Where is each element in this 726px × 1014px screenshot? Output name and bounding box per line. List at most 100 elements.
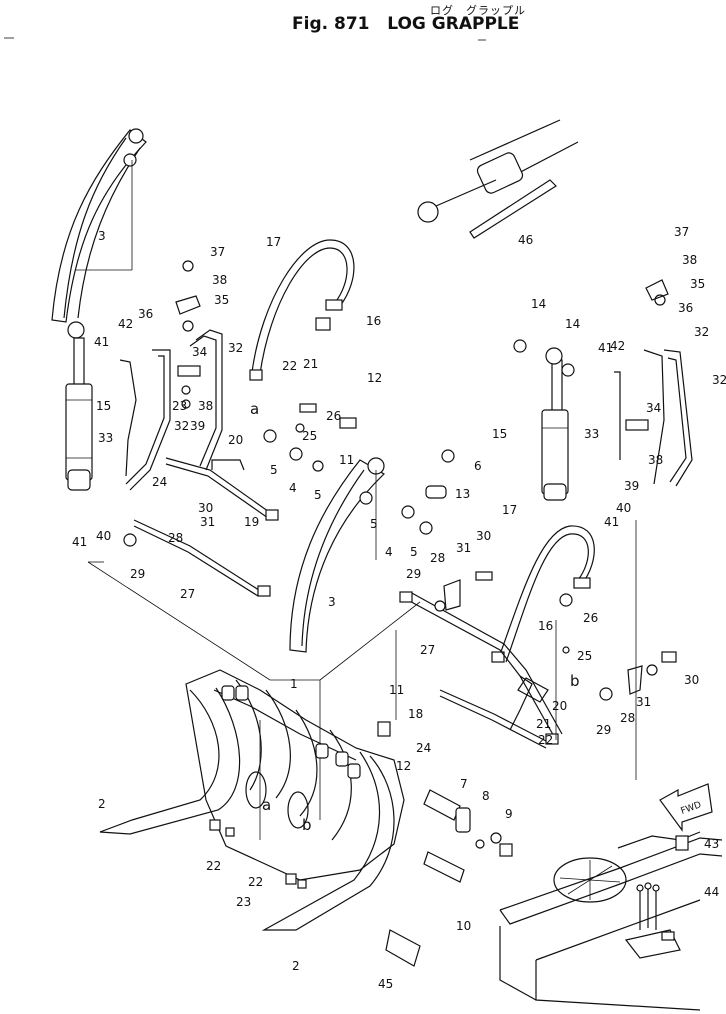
mark-b-right: b [570, 672, 580, 690]
part-callout-28: 28 [620, 711, 635, 725]
part-callout-30: 30 [198, 501, 213, 515]
part-callout-27: 27 [180, 587, 195, 601]
part-callout-31: 31 [456, 541, 471, 555]
part-callout-11: 11 [389, 683, 404, 697]
part-callout-25: 25 [302, 429, 317, 443]
upper-hose-17 [249, 239, 355, 381]
part-callout-28: 28 [430, 551, 445, 565]
part-callout-8: 8 [482, 789, 490, 803]
figure-name: LOG GRAPPLE [387, 14, 520, 34]
part-callout-5: 5 [410, 545, 418, 559]
part-callout-39: 39 [190, 419, 205, 433]
part-callout-9: 9 [505, 807, 513, 821]
right-cylinder-part [417, 119, 579, 501]
part-callout-24: 24 [152, 475, 167, 489]
part-callout-5: 5 [314, 488, 322, 502]
part-callout-13: 13 [455, 487, 470, 501]
part-callout-22: 22 [206, 859, 221, 873]
part-callout-41: 41 [598, 341, 613, 355]
loose-small-parts [123, 260, 677, 701]
part-callout-4: 4 [385, 545, 393, 559]
mark-a-grapple: a [262, 796, 271, 814]
part-callout-34: 34 [646, 401, 661, 415]
part-callout-25: 25 [577, 649, 592, 663]
part-callout-36: 36 [138, 307, 153, 321]
part-callout-21: 21 [536, 717, 551, 731]
part-callout-42: 42 [610, 339, 625, 353]
part-callout-5: 5 [270, 463, 278, 477]
part-callout-14: 14 [565, 317, 580, 331]
part-callout-31: 31 [200, 515, 215, 529]
part-callout-33: 33 [98, 431, 113, 445]
part-callout-26: 26 [583, 611, 598, 625]
part-callout-21: 21 [303, 357, 318, 371]
part-callout-24: 24 [416, 741, 431, 755]
part-callout-5: 5 [370, 517, 378, 531]
part-callout-42: 42 [118, 317, 133, 331]
part-callout-46: 46 [518, 233, 533, 247]
part-callout-35: 35 [690, 277, 705, 291]
part-callout-30: 30 [476, 529, 491, 543]
part-callout-23: 23 [172, 399, 187, 413]
right-pipes [399, 591, 563, 749]
mark-a-top: a [250, 400, 259, 418]
grapple-assembly [99, 669, 405, 931]
part-callout-27: 27 [420, 643, 435, 657]
part-callout-22: 22 [538, 733, 553, 747]
part-callout-3: 3 [98, 229, 106, 243]
part-callout-37: 37 [210, 245, 225, 259]
right-hose-17 [491, 525, 595, 663]
part-callout-16: 16 [538, 619, 553, 633]
part-callout-3: 3 [328, 595, 336, 609]
callout-labels: 1223344555567891011111212131414151516161… [72, 225, 726, 991]
part-callout-32: 32 [174, 419, 189, 433]
subassembly-marks: a b a b [250, 400, 580, 834]
part-callout-29: 29 [406, 567, 421, 581]
part-callout-32: 32 [228, 341, 243, 355]
operator-console [499, 831, 723, 1011]
part-callout-17: 17 [502, 503, 517, 517]
part-callout-29: 29 [596, 723, 611, 737]
left-arm-part [51, 128, 147, 339]
part-callout-41: 41 [72, 535, 87, 549]
part-callout-44: 44 [704, 885, 719, 899]
part-callout-10: 10 [456, 919, 471, 933]
part-callout-37: 37 [674, 225, 689, 239]
part-callout-22: 22 [282, 359, 297, 373]
part-callout-15: 15 [492, 427, 507, 441]
leader-lines [87, 520, 637, 820]
part-callout-38: 38 [682, 253, 697, 267]
part-callout-41: 41 [94, 335, 109, 349]
part-callout-18: 18 [408, 707, 423, 721]
part-callout-20: 20 [552, 699, 567, 713]
part-callout-11: 11 [339, 453, 354, 467]
center-arm-part [289, 457, 385, 653]
part-callout-22: 22 [248, 875, 263, 889]
mark-b-grapple: b [302, 816, 312, 834]
part-callout-20: 20 [228, 433, 243, 447]
header-kana: ログ グラップル [430, 4, 526, 17]
part-callout-6: 6 [474, 459, 482, 473]
part-callout-34: 34 [192, 345, 207, 359]
part-callout-30: 30 [684, 673, 699, 687]
part-callout-23: 23 [236, 895, 251, 909]
left-cylinder-part [65, 337, 93, 491]
part-callout-32: 32 [712, 373, 726, 387]
part-callout-12: 12 [396, 759, 411, 773]
part-callout-35: 35 [214, 293, 229, 307]
part-callout-38: 38 [648, 453, 663, 467]
part-callout-28: 28 [168, 531, 183, 545]
part-callout-15: 15 [96, 399, 111, 413]
figure-title: Fig. 871 LOG GRAPPLE [292, 14, 519, 34]
part-callout-32: 32 [694, 325, 709, 339]
part-callout-14: 14 [531, 297, 546, 311]
part-callout-31: 31 [636, 695, 651, 709]
part-callout-41: 41 [604, 515, 619, 529]
part-callout-2: 2 [292, 959, 300, 973]
part-callout-39: 39 [624, 479, 639, 493]
part-callout-12: 12 [367, 371, 382, 385]
part-callout-36: 36 [678, 301, 693, 315]
left-hydraulic-lines [119, 329, 223, 491]
fwd-label: FWD [680, 800, 703, 817]
